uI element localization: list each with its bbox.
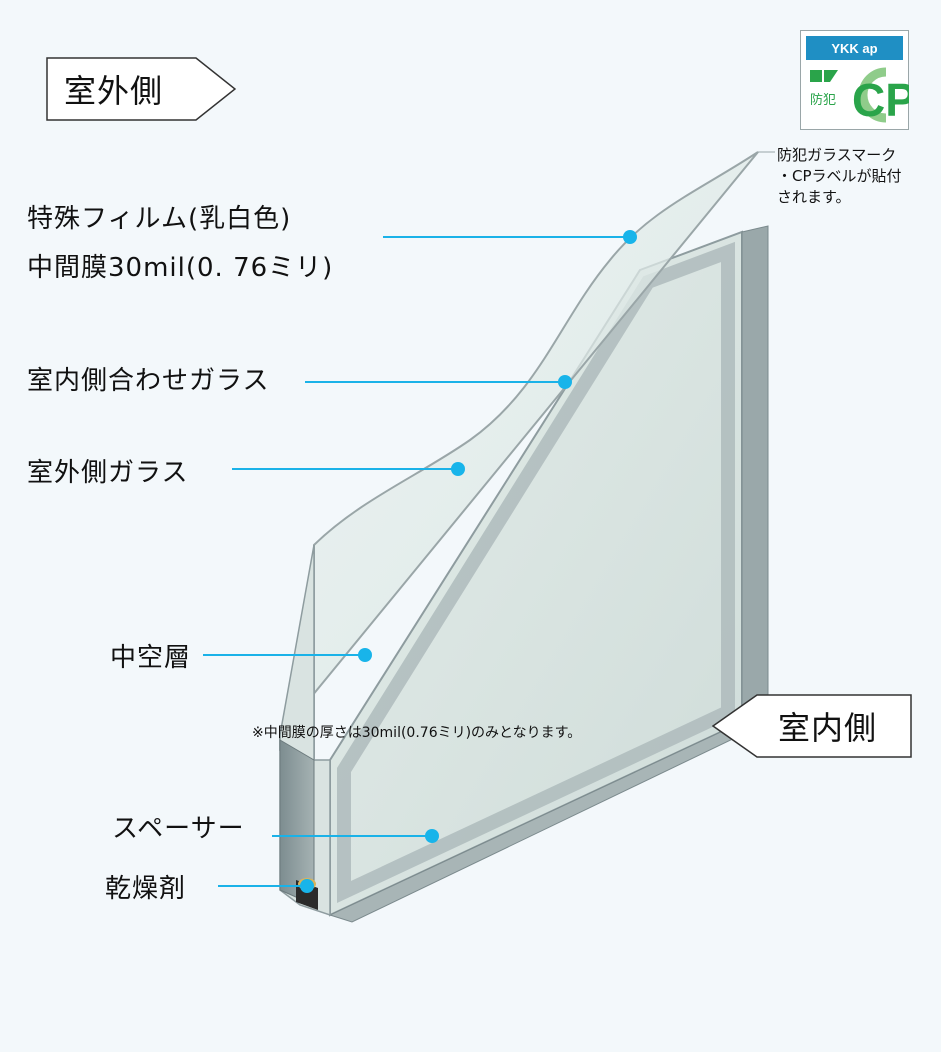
- inside-tag-label: 室内側: [778, 709, 878, 747]
- outside-tag: 室外側: [46, 57, 236, 121]
- dot-inner: [558, 375, 572, 389]
- spacer-frame: [337, 241, 735, 904]
- logo-cp-text: CP: [852, 74, 909, 126]
- label-outer-glass: 室外側ガラス: [27, 458, 189, 488]
- dot-outer: [451, 462, 465, 476]
- outside-tag-label: 室外側: [64, 72, 164, 110]
- marker-dots: [300, 230, 637, 893]
- logo-caption-line: 防犯ガラスマーク: [777, 146, 897, 164]
- logo-caption-line: ・CPラベルが貼付: [777, 167, 902, 185]
- logo-brand-text: YKK ap: [831, 41, 877, 56]
- dot-spacer: [425, 829, 439, 843]
- label-air-layer: 中空層: [110, 643, 192, 673]
- dot-film: [623, 230, 637, 244]
- logo-mark-text: 防犯: [810, 92, 836, 108]
- label-inner-laminated-glass: 室内側合わせガラス: [27, 366, 270, 396]
- logo-caption-line: されます。: [777, 188, 851, 206]
- logo-caption: 防犯ガラスマーク ・CPラベルが貼付 されます。: [777, 145, 902, 208]
- label-special-film: 特殊フィルム(乳白色): [27, 204, 292, 234]
- interlayer-note: ※中間膜の厚さは30mil(0.76ミリ)のみとなります。: [252, 725, 582, 741]
- outer-pane: [279, 151, 759, 762]
- dot-air: [358, 648, 372, 662]
- inner-pane-edge: [741, 225, 769, 723]
- label-spacer: スペーサー: [112, 814, 245, 844]
- inside-tag: 室内側: [712, 694, 912, 758]
- crime-prevention-logo: YKK ap 防犯 CP: [800, 30, 916, 130]
- label-interlayer: 中間膜30mil(0. 76ミリ): [27, 253, 334, 283]
- label-desiccant: 乾燥剤: [105, 874, 187, 904]
- dot-desiccant: [300, 879, 314, 893]
- leader-lines: [203, 236, 630, 887]
